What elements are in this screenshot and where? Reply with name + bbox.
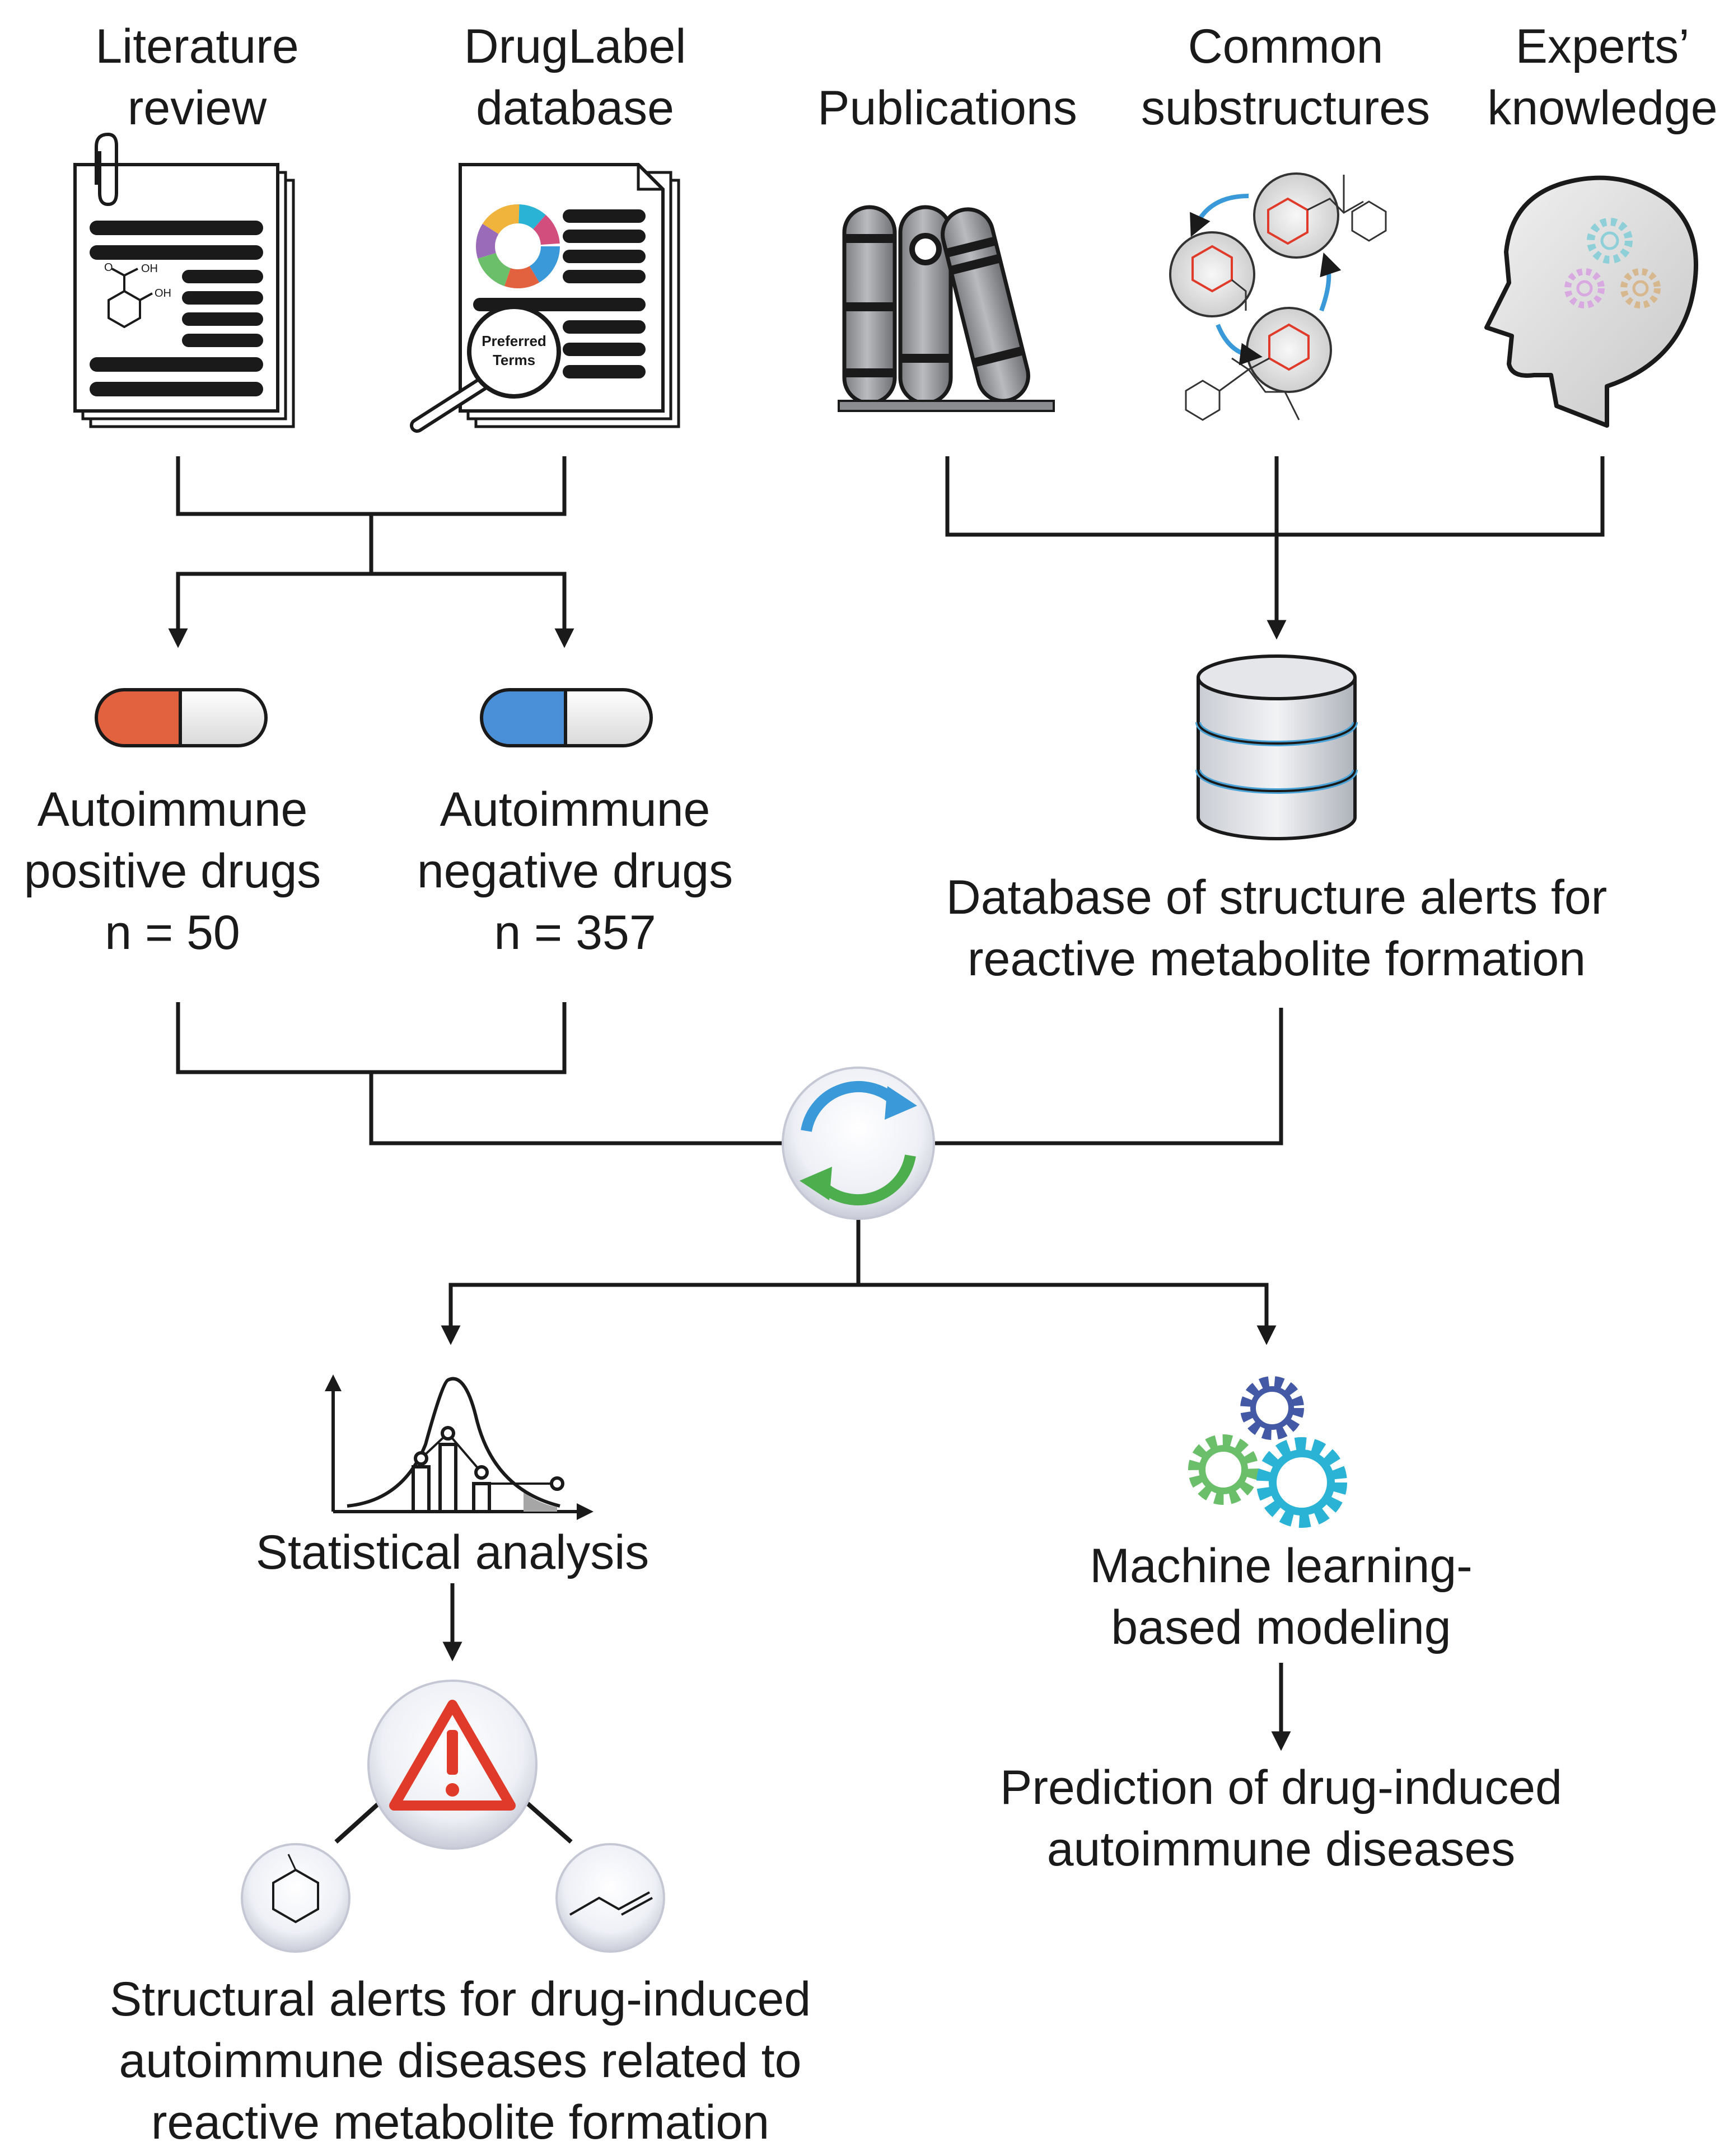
- druglabel-label-line1: DrugLabel: [464, 20, 686, 73]
- statistics-label: Statistical analysis: [256, 1526, 649, 1579]
- database-icon: [1195, 654, 1358, 840]
- experts-label-line2: knowledge: [1487, 81, 1717, 135]
- substructures-icon: [1169, 172, 1387, 421]
- database-label-line1: Database of structure alerts for: [946, 871, 1607, 924]
- cycle-icon: [782, 1067, 935, 1220]
- druglabel-label-line2: database: [476, 81, 674, 135]
- molecule-oh-label-2: OH: [155, 287, 171, 300]
- books-icon: [838, 205, 1055, 412]
- prediction-label-line1: Prediction of drug-induced: [1000, 1761, 1562, 1814]
- alerts-label-line1: Structural alerts for drug-induced: [110, 1972, 811, 2026]
- substructures-label-line2: substructures: [1141, 81, 1430, 135]
- negative-drugs-count: n = 357: [494, 906, 656, 960]
- structural-alert-icon: [241, 1680, 665, 1953]
- druglabel-document-icon: Preferred Terms: [410, 163, 680, 433]
- machine-learning-label-line2: based modeling: [1111, 1601, 1451, 1654]
- connector-right-top: [945, 456, 1605, 616]
- negative-drugs-label-line2: negative drugs: [417, 844, 733, 898]
- literature-label-line1: Literature: [95, 20, 298, 73]
- molecule-o-label: O: [104, 261, 113, 274]
- prediction-label-line2: autoimmune diseases: [1047, 1822, 1516, 1876]
- experts-label-line1: Experts’: [1516, 20, 1690, 73]
- head-with-gears-icon: [1484, 175, 1698, 428]
- magnifier-icon: Preferred Terms: [410, 305, 561, 433]
- alerts-label-line3: reactive metabolite formation: [151, 2096, 769, 2149]
- molecule-oh-label-1: OH: [141, 263, 158, 275]
- alerts-label-line2: autoimmune diseases related to: [119, 2034, 801, 2088]
- machine-learning-label-line1: Machine learning-: [1090, 1539, 1473, 1593]
- publications-label: Publications: [817, 81, 1077, 135]
- literature-document-icon: OH OH O: [73, 132, 295, 428]
- preferred-terms-line2: Terms: [493, 352, 535, 368]
- preferred-terms-line1: Preferred: [482, 333, 546, 349]
- positive-drug-pill-icon: [95, 688, 268, 747]
- positive-drugs-count: n = 50: [105, 906, 240, 960]
- positive-drugs-label-line2: positive drugs: [24, 844, 321, 898]
- connector-left-top: [176, 456, 567, 630]
- negative-drug-pill-icon: [480, 688, 653, 747]
- connector-middle: [176, 1002, 1283, 1327]
- substructures-label-line1: Common: [1188, 20, 1384, 73]
- literature-label-line2: review: [128, 81, 267, 135]
- machine-learning-gears-icon: [1188, 1376, 1347, 1528]
- statistics-chart-icon: [325, 1374, 594, 1520]
- donut-chart-icon: [476, 204, 560, 288]
- database-label-line2: reactive metabolite formation: [968, 932, 1586, 986]
- positive-drugs-label-line1: Autoimmune: [38, 783, 308, 836]
- negative-drugs-label-line1: Autoimmune: [440, 783, 711, 836]
